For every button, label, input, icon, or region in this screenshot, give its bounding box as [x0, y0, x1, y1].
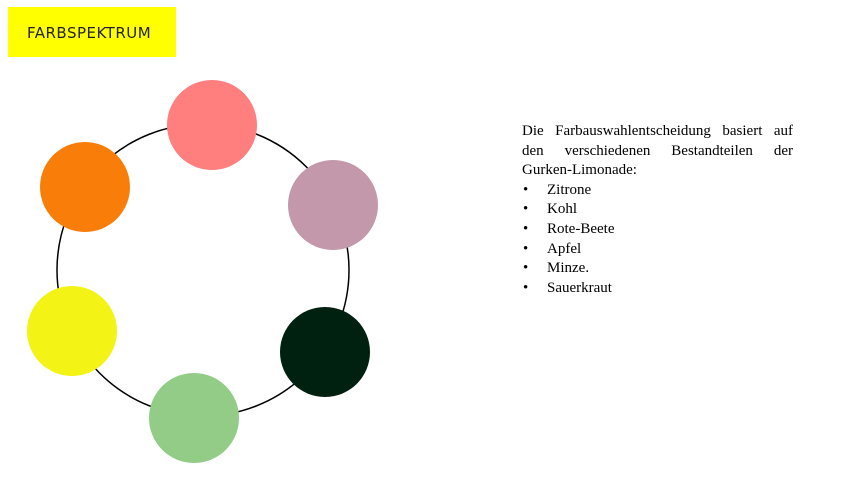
ingredient-list: Zitrone Kohl Rote-Beete Apfel Minze. Sau… — [522, 181, 793, 299]
list-item: Minze. — [522, 259, 793, 279]
list-item: Kohl — [522, 200, 793, 220]
description-intro: Die Farbauswahlentscheidung basiert auf … — [522, 123, 793, 179]
page-title: FARBSPEKTRUM — [27, 24, 152, 42]
list-item: Rote-Beete — [522, 220, 793, 240]
description-block: Die Farbauswahlentscheidung basiert auf … — [522, 122, 793, 298]
list-item: Zitrone — [522, 181, 793, 201]
title-banner: FARBSPEKTRUM — [8, 7, 176, 57]
color-swatch-light-green — [149, 373, 239, 463]
color-swatch-pink — [167, 80, 257, 170]
color-swatch-dark-green — [280, 307, 370, 397]
color-swatch-yellow — [27, 286, 117, 376]
list-item: Apfel — [522, 240, 793, 260]
list-item: Sauerkraut — [522, 279, 793, 299]
color-swatch-mauve — [288, 160, 378, 250]
color-swatch-orange — [40, 142, 130, 232]
